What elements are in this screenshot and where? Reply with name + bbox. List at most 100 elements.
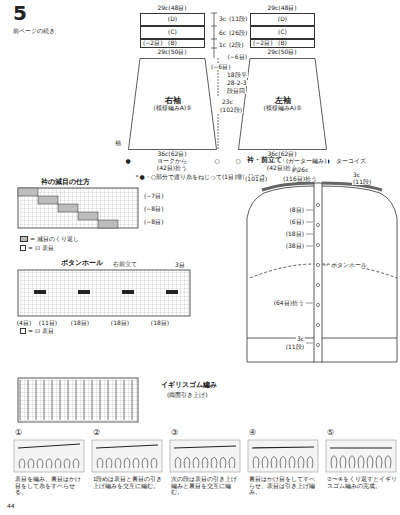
stitch-loops <box>331 456 391 468</box>
note-text: ● <box>124 158 131 164</box>
dim-label: 3c <box>352 172 361 178</box>
buttonhole-mark <box>78 290 90 294</box>
sleeve-panel: 左袖(模様編みA)⑤ <box>238 58 327 150</box>
step-number: ⑤ <box>326 429 335 437</box>
dim-label: 1c <box>218 42 227 48</box>
knit-symbol <box>132 380 133 420</box>
stripe-band: (D) <box>140 13 205 26</box>
stitch-loops <box>175 458 235 469</box>
body-left <box>247 186 314 362</box>
dim-label: (18目) <box>285 231 305 237</box>
stitch-loops <box>97 458 157 468</box>
cardigan-figure <box>247 183 397 362</box>
buttonhole-chart <box>18 270 190 316</box>
knit-symbol <box>60 380 61 420</box>
front-band <box>314 183 322 362</box>
knit-symbol <box>108 380 109 420</box>
caption-text: 表目を編み、裏目はかけ目をして糸をすべらせる。 <box>14 476 86 496</box>
dim-label: (11目) <box>38 320 58 326</box>
dim-label: 18段平 <box>226 72 248 78</box>
knitting-needle <box>96 445 158 448</box>
body-right <box>322 186 397 362</box>
sleeve-shape <box>239 59 327 150</box>
note-text: 袖 <box>114 140 122 146</box>
legend-text: = ⊡ 表目 <box>28 328 54 334</box>
stitch-loops <box>19 459 79 468</box>
dim-label: (42目)拾う <box>156 165 188 171</box>
legend-entry: = ⊡ 表目 <box>20 245 54 251</box>
dim-label: (−2目) <box>142 40 164 46</box>
dimension-line <box>211 13 217 58</box>
dim-label: (−7目) <box>143 193 165 199</box>
dim-label: 段目回 <box>226 88 246 94</box>
knit-symbol <box>100 380 101 420</box>
legend-symbol <box>20 328 26 334</box>
knitting-needle <box>330 447 392 448</box>
part-label: (C) <box>168 29 177 35</box>
knit-symbol <box>84 380 85 420</box>
decrease-block <box>18 188 38 196</box>
note-text: 44 <box>6 503 16 509</box>
decrease-block <box>58 204 78 212</box>
legend-text: = ⊡ 表目 <box>28 245 54 251</box>
dim-label: (−8目) <box>143 206 165 212</box>
dim-label: (−6目) <box>210 64 232 70</box>
knit-symbol <box>76 380 77 420</box>
knit-symbol <box>28 380 29 420</box>
knitting-needle <box>18 444 80 448</box>
button <box>316 283 319 286</box>
knit-symbol <box>124 380 125 420</box>
dim-label: (101目) <box>244 176 268 182</box>
step-box <box>14 440 84 472</box>
decrease-block <box>78 212 98 220</box>
knit-symbol <box>20 380 21 420</box>
yoke-line <box>250 264 397 278</box>
dim-label: (−6目) <box>226 54 248 60</box>
sleeve-shape <box>129 59 217 150</box>
part-label: (B) <box>278 40 287 46</box>
button <box>316 303 319 306</box>
dim-label: (18目) <box>70 320 90 326</box>
caption-text: 裏目はかけ目をしてすべらせ、表目は引き上げ編み。 <box>248 476 320 496</box>
stitch-loops <box>253 457 313 468</box>
stripe-band: (D) <box>250 13 315 26</box>
buttonholes <box>316 203 319 346</box>
title-text: 衿・前立て <box>246 157 283 164</box>
title-text: ボタンホール <box>60 260 104 267</box>
title-text: 5 <box>12 3 28 24</box>
knit-symbol <box>116 380 117 420</box>
step-number: ② <box>92 429 101 437</box>
knit-symbol <box>52 380 53 420</box>
buttonhole-mark <box>166 290 178 294</box>
title-text: イギリスゴム編み <box>160 382 218 389</box>
dim-label: (11段) <box>285 344 305 350</box>
legend-entry: = 減目のくり返し <box>20 236 79 242</box>
step-box <box>248 440 318 472</box>
button <box>316 263 319 266</box>
decrease-block <box>98 220 118 228</box>
button <box>316 203 319 206</box>
dim-label: 28-2-3 <box>226 80 248 86</box>
step-box <box>92 440 162 472</box>
dim-label: 29c(50目) <box>156 49 187 55</box>
decrease-block <box>38 196 58 204</box>
note-text: ターコイズ <box>335 158 367 164</box>
caption-text: ②〜④をくり返すとイギリスゴム編みの完成。 <box>326 476 398 489</box>
dim-label: 29c(48目) <box>266 5 297 11</box>
dim-label: (6目) <box>289 219 306 225</box>
dim-label: (116目)拾う <box>282 176 318 182</box>
button <box>316 243 319 246</box>
note-text: ヨークから <box>156 158 188 164</box>
dim-label: (−2目) <box>252 40 274 46</box>
step-number: ③ <box>170 429 179 437</box>
part-label: (模様編みA)⑤ <box>263 105 301 111</box>
stripe-band: (C) <box>140 26 205 39</box>
caption-text: 次の段は表目の引き上げ編みと裏目を交互に編む。 <box>170 476 242 496</box>
dim-label: (38目) <box>285 243 305 249</box>
dim-label: (18目) <box>150 320 170 326</box>
collar-chart <box>18 188 138 228</box>
note-text: ボタンホール <box>330 262 368 268</box>
title-text: 衿の減目の仕方 <box>40 179 91 186</box>
step-illustrations <box>14 440 396 472</box>
button <box>316 323 319 326</box>
